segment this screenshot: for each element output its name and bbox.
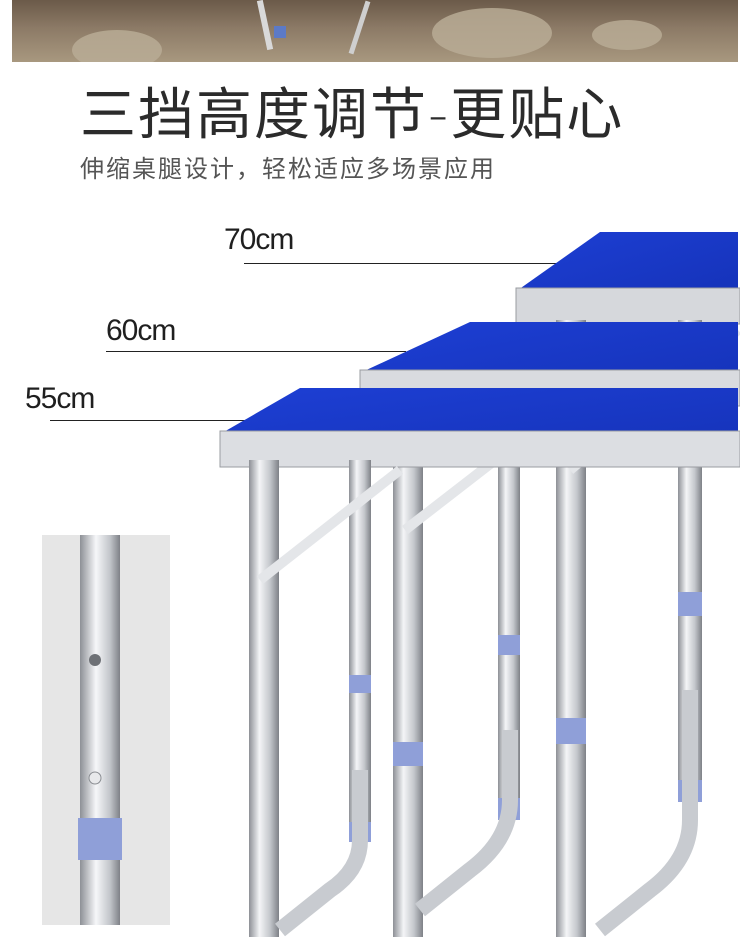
leg-detail-photo (78, 535, 122, 925)
table-55cm (219, 388, 740, 937)
height-line-70cm (244, 263, 624, 264)
height-line-60cm (106, 351, 406, 352)
height-label-55cm: 55cm (25, 382, 95, 415)
height-label-70cm: 70cm (224, 223, 294, 256)
page-title: 三挡高度调节-更贴心 (80, 83, 625, 148)
outdoor-photo-strip (12, 0, 738, 62)
folding-tables-illustration (219, 232, 740, 937)
height-label-60cm: 60cm (106, 314, 176, 347)
page-subtitle: 伸缩桌腿设计，轻松适应多场景应用 (80, 155, 496, 183)
leg-detail-closeup (42, 535, 170, 925)
height-line-55cm (50, 420, 285, 421)
